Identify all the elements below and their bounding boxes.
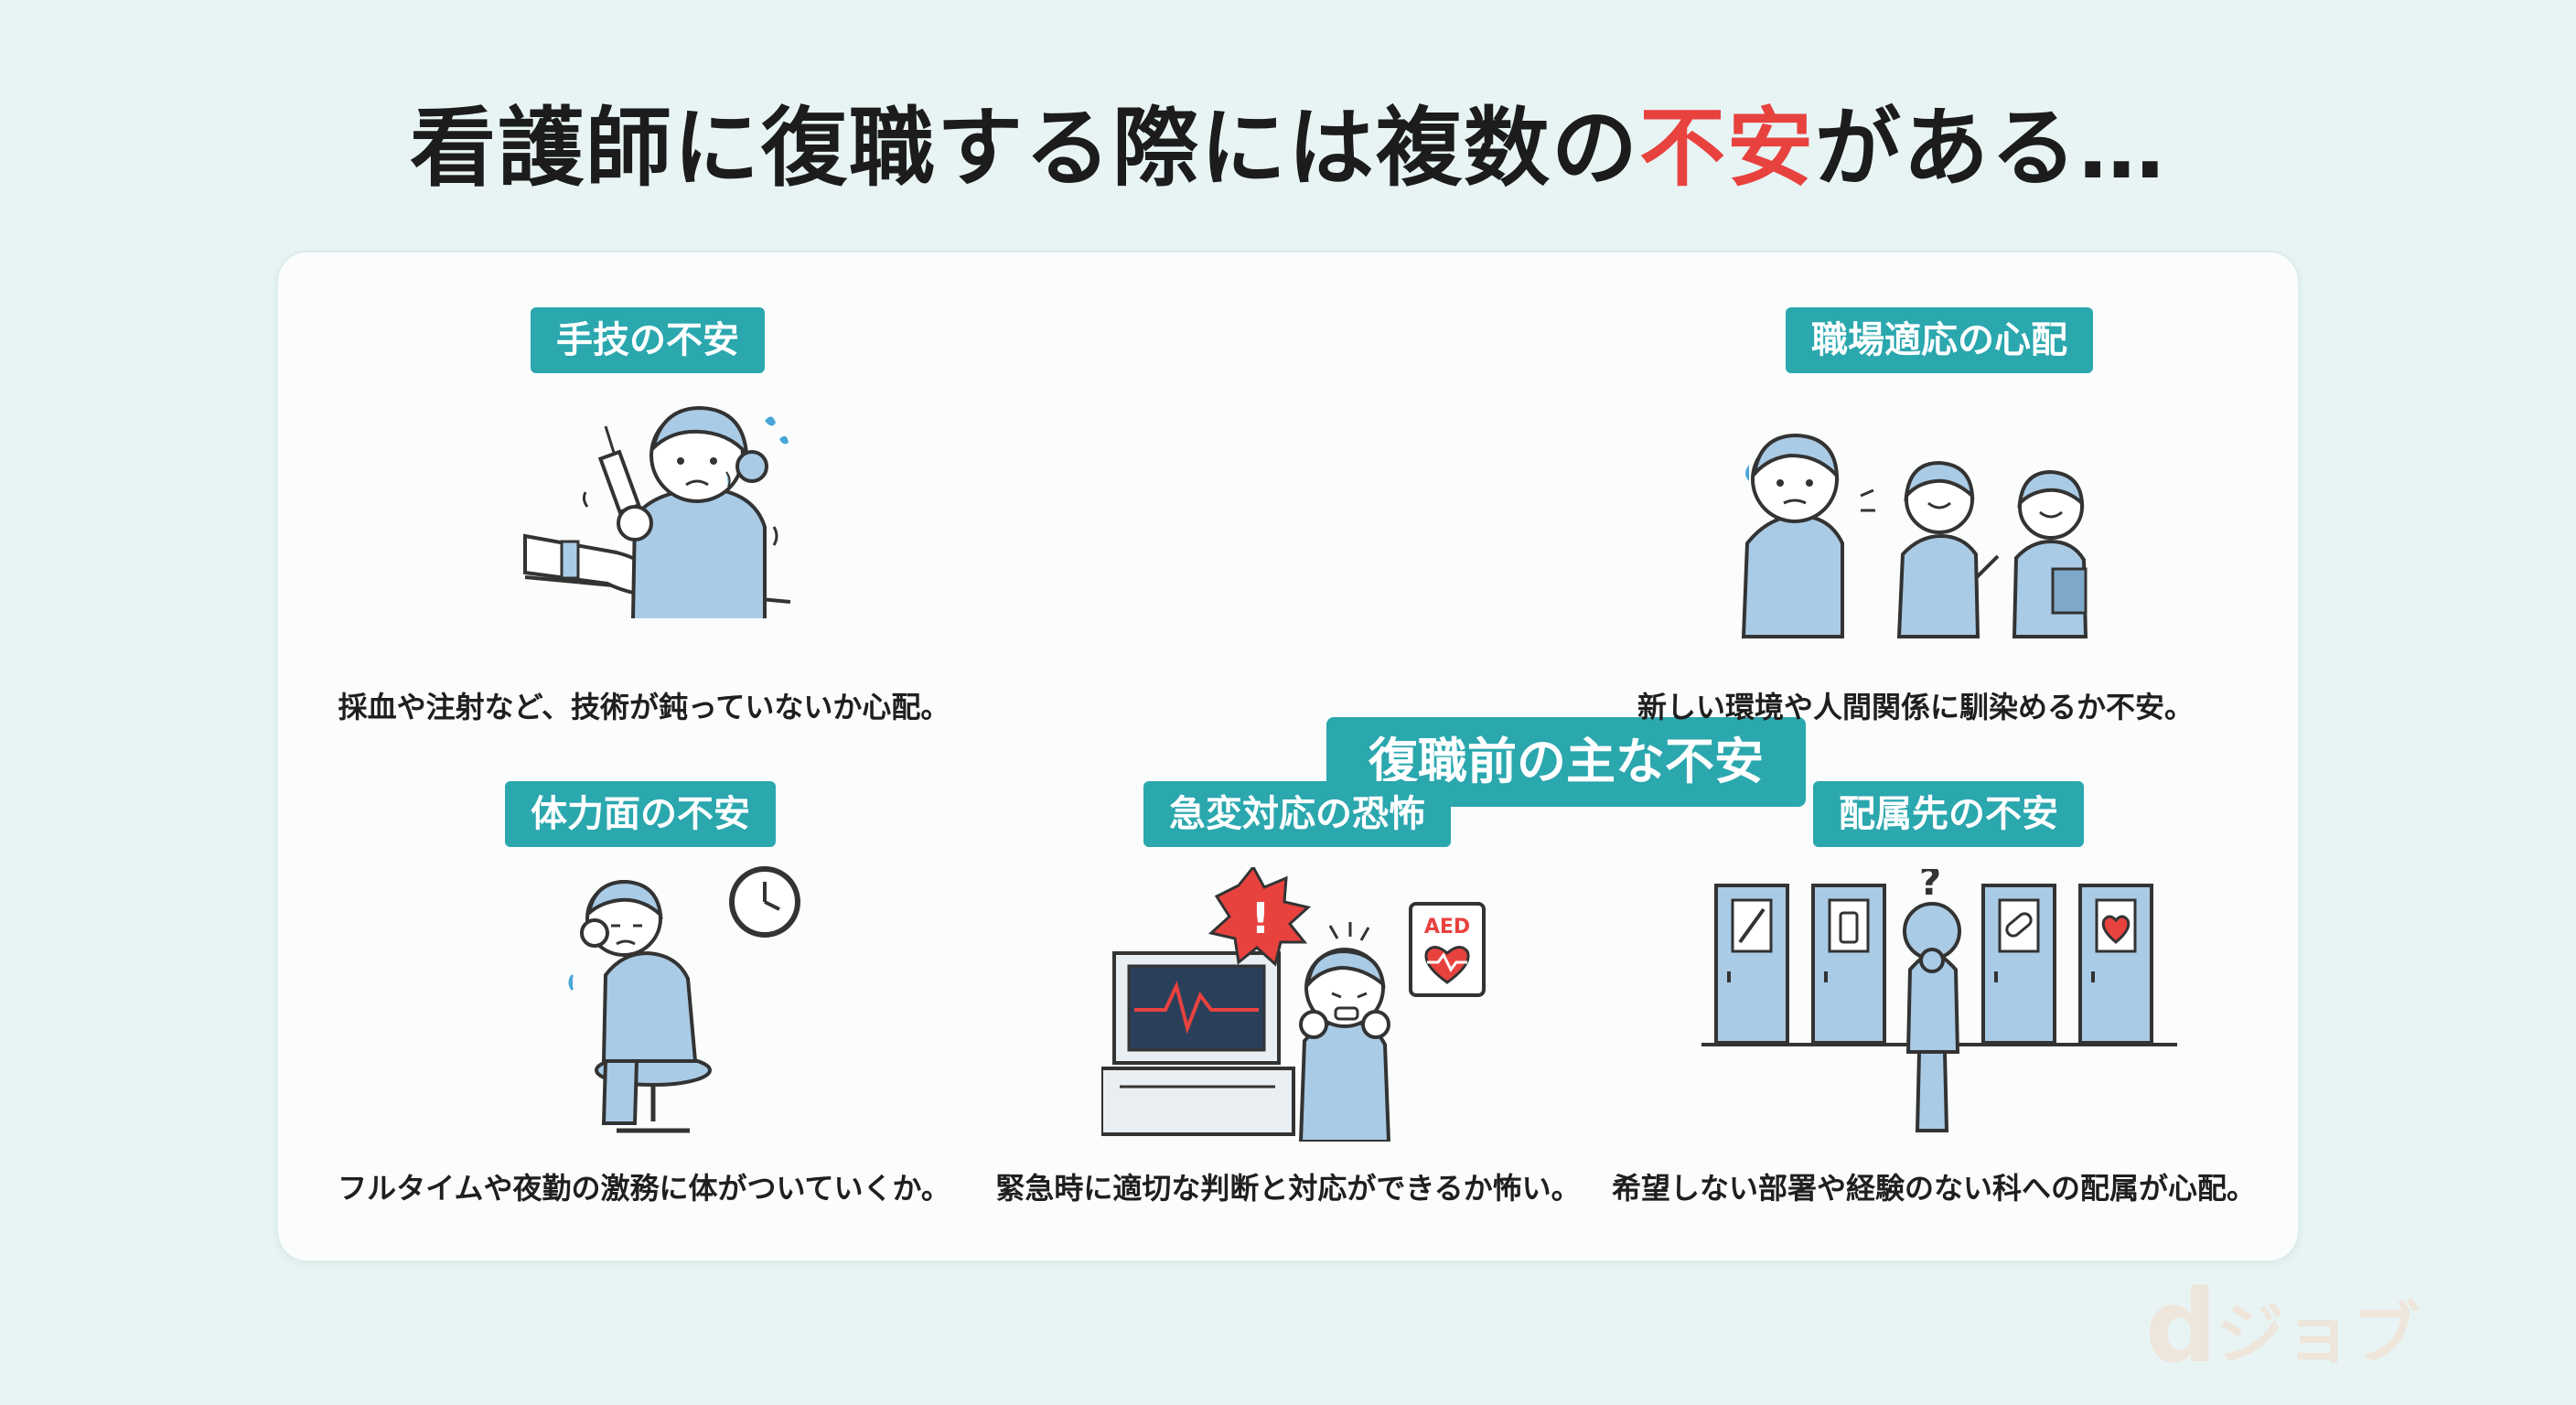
djob-logo: d ジョブ: [2145, 1268, 2447, 1385]
page-title: 看護師に復職する際には複数の不安がある…: [0, 90, 2576, 209]
title-accent: 不安: [1638, 99, 1815, 198]
logo-mark: d: [2145, 1270, 2217, 1379]
aed-label: AED: [1424, 916, 1470, 938]
badge-workplace-adaptation: 職場適応の心配: [1786, 307, 2093, 373]
caption-emergency-fear: 緊急時に適切な判断と対応ができるか怖い。: [995, 1171, 1581, 1206]
illustration-department-doors: ?: [1701, 869, 2186, 1143]
aed-icon: AED: [1409, 902, 1486, 997]
illustration-skill-nurse: [498, 390, 864, 646]
alert-icon: !: [1208, 867, 1312, 967]
pill-icon: [2005, 912, 2033, 938]
illustration-new-workplace: [1723, 408, 2126, 646]
pen-icon: [1738, 907, 1766, 944]
heart-icon: [2101, 915, 2131, 944]
clock-icon: [729, 866, 800, 938]
badge-skill-anxiety: 手技の不安: [531, 307, 765, 373]
title-after: がある…: [1815, 99, 2167, 198]
anxiety-card: 復職前の主な不安 手技の不安: [276, 251, 2300, 1262]
illustration-emergency: ! AED: [1101, 867, 1522, 1142]
question-icon: ?: [1919, 869, 1941, 904]
caption-skill-anxiety: 採血や注射など、技術が鈍っていないか心配。: [338, 690, 950, 724]
illustration-tired-nurse: [516, 865, 827, 1140]
caption-stamina-anxiety: フルタイムや夜勤の激務に体がついていくか。: [338, 1171, 950, 1206]
badge-assignment-anxiety: 配属先の不安: [1813, 781, 2084, 847]
caption-assignment-anxiety: 希望しない部署や経験のない科への配属が心配。: [1611, 1171, 2256, 1206]
badge-stamina-anxiety: 体力面の不安: [505, 781, 776, 847]
svg-text:!: !: [1251, 894, 1271, 943]
badge-emergency-fear: 急変対応の恐怖: [1143, 781, 1451, 847]
caption-workplace-adaptation: 新しい環境や人間関係に馴染めるか不安。: [1637, 690, 2194, 724]
logo-text: ジョブ: [2216, 1295, 2420, 1374]
bottle-icon: [1839, 911, 1859, 944]
title-before: 看護師に復職する際には複数の: [409, 99, 1639, 198]
